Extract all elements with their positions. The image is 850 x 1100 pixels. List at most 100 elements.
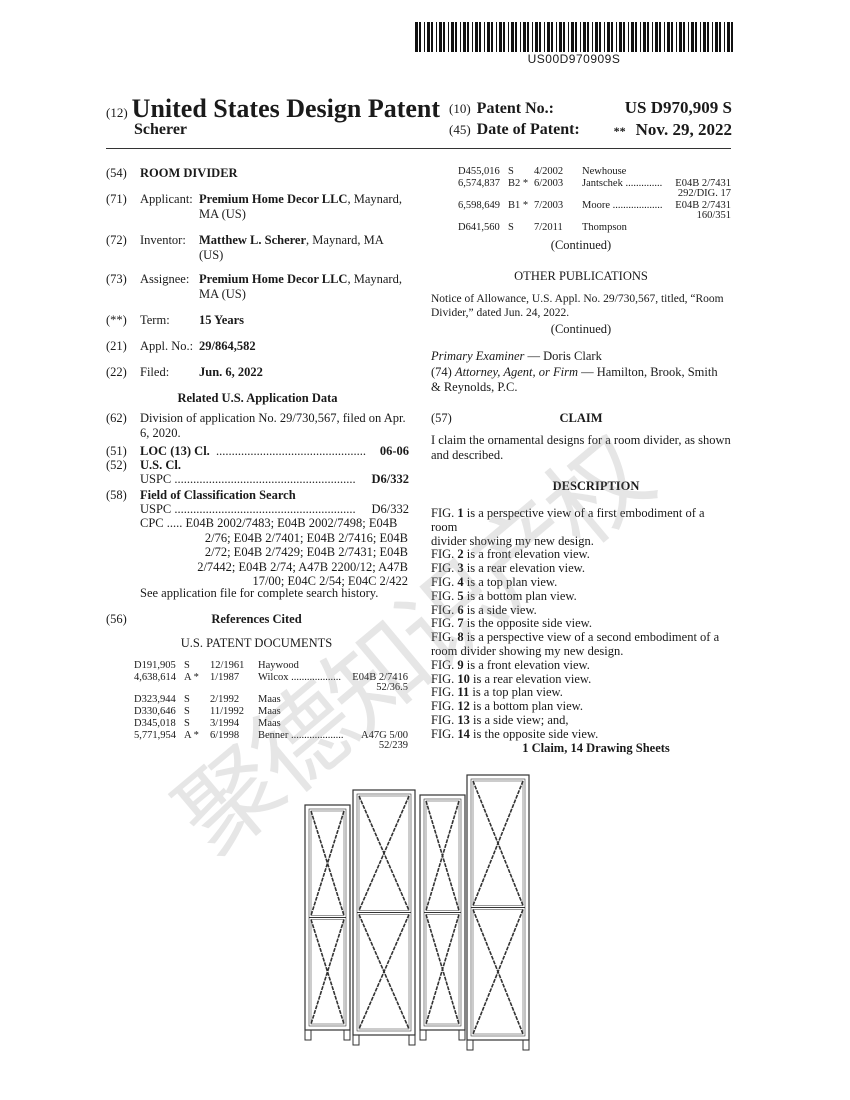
cpc-list: CPC ..... E04B 2002/7483; E04B 2002/7498…: [140, 516, 408, 588]
description-line: FIG. 1 is a perspective view of a first …: [431, 506, 705, 534]
code-58: (58): [106, 488, 127, 502]
description-line: FIG. 12 is a bottom plan view.: [431, 699, 583, 714]
reference-num: 5,771,954: [134, 730, 176, 741]
reference-kind: B2 *: [508, 178, 529, 189]
uspc-line: USPC ...................................…: [140, 472, 356, 486]
reference-subclass: 160/351: [696, 210, 731, 221]
description-line: divider showing my new design.: [431, 533, 594, 548]
code-62: (62): [106, 411, 127, 425]
claims-sheets-summary: 1 Claim, 14 Drawing Sheets: [522, 741, 670, 755]
reference-num: D641,560: [458, 222, 500, 233]
search-history-note: See application file for complete search…: [140, 586, 379, 600]
reference-date: 2/1992: [210, 694, 240, 705]
patent-number-label: (10)Patent No.:: [449, 100, 554, 117]
code-56: (56): [106, 612, 127, 626]
reference-date: 6/1998: [210, 730, 240, 741]
claim-heading: CLAIM: [559, 411, 603, 425]
description-list: FIG. 1 is a perspective view of a first …: [431, 506, 733, 742]
description-line: FIG. 6 is a side view.: [431, 602, 537, 617]
reference-kind: S: [508, 166, 514, 177]
field-uspc-value: D6/332: [371, 502, 410, 516]
code-54: (54): [106, 166, 127, 180]
references-cited-heading: References Cited: [211, 612, 302, 626]
description-heading: DESCRIPTION: [552, 479, 640, 493]
code-71: (71): [106, 192, 127, 206]
appl-no-label: Appl. No.:: [140, 339, 194, 353]
barcode: [415, 22, 733, 52]
reference-date: 7/2011: [534, 222, 563, 233]
term-value: 15 Years: [199, 313, 245, 327]
applicant-label: Applicant:: [140, 192, 193, 206]
code-51: (51): [106, 444, 127, 458]
code-57: (57): [431, 411, 452, 425]
reference-subclass: 292/DIG. 17: [677, 188, 731, 199]
other-publications-text: Notice of Allowance, U.S. Appl. No. 29/7…: [431, 293, 724, 319]
description-line: FIG. 8 is a perspective view of a second…: [431, 630, 720, 645]
code-73: (73): [106, 272, 127, 286]
barcode-number: US00D970909S: [527, 52, 621, 66]
reference-name: Maas: [258, 694, 281, 705]
reference-num: D323,944: [134, 694, 176, 705]
reference-name: Newhouse: [582, 166, 627, 177]
reference-kind: S: [508, 222, 514, 233]
code-22: (22): [106, 365, 127, 379]
code-72: (72): [106, 233, 127, 247]
reference-kind: A *: [184, 730, 199, 741]
reference-cls: A47G 5/00: [361, 730, 408, 741]
reference-num: 6,598,649: [458, 200, 500, 211]
field-search-label: Field of Classification Search: [140, 488, 296, 502]
continued-references: (Continued): [550, 238, 612, 252]
description-line: FIG. 10 is a rear elevation view.: [431, 671, 592, 686]
assignee-label: Assignee:: [140, 272, 190, 286]
divider-panel: [466, 774, 530, 1051]
code-21: (21): [106, 339, 127, 353]
description-line: FIG. 9 is a front elevation view.: [431, 657, 590, 672]
attorney-agent: (74) Attorney, Agent, or Firm — Hamilton…: [431, 365, 718, 394]
patent-number: US D970,909 S: [624, 98, 732, 117]
continued-publications: (Continued): [550, 322, 612, 336]
divider-panel: [352, 789, 416, 1046]
loc-class: LOC (13) Cl. ...........................…: [140, 444, 367, 458]
us-patent-documents-heading: U.S. PATENT DOCUMENTS: [180, 636, 333, 650]
reference-num: 6,574,837: [458, 178, 500, 189]
reference-name: Thompson: [582, 222, 627, 233]
description-line: room divider showing my new design.: [431, 643, 624, 658]
reference-name: Jantschek ..............: [582, 178, 663, 189]
title-of-design: ROOM DIVIDER: [140, 166, 238, 180]
description-line: FIG. 7 is the opposite side view.: [431, 616, 592, 631]
description-line: FIG. 2 is a front elevation view.: [431, 547, 590, 562]
reference-name: Benner ....................: [258, 730, 344, 741]
reference-subclass: 52/36.5: [376, 682, 408, 693]
field-uspc-line: USPC ...................................…: [140, 502, 356, 516]
appl-no-value: 29/864,582: [199, 339, 256, 353]
filed-label: Filed:: [140, 365, 170, 379]
patent-type-title: (12)United States Design Patent: [106, 94, 441, 123]
claim-text: I claim the ornamental designs for a roo…: [431, 433, 731, 462]
reference-kind: B1 *: [508, 200, 529, 211]
description-line: FIG. 4 is a top plan view.: [431, 574, 558, 589]
reference-name: Haywood: [258, 660, 299, 671]
date-of-patent: **Nov. 29, 2022: [613, 120, 732, 139]
reference-kind: S: [184, 706, 190, 717]
divider-panel: [304, 804, 351, 1041]
inventor-label: Inventor:: [140, 233, 186, 247]
description-line: FIG. 11 is a top plan view.: [431, 685, 563, 700]
description-line: FIG. 13 is a side view; and,: [431, 712, 569, 727]
reference-name: Maas: [258, 706, 281, 717]
reference-date: 6/2003: [534, 178, 564, 189]
loc-class-value: 06-06: [379, 444, 409, 458]
reference-name: Maas: [258, 718, 281, 729]
reference-date: 11/1992: [210, 706, 245, 717]
date-of-patent-label: (45)Date of Patent:: [449, 121, 580, 138]
code-52: (52): [106, 458, 127, 472]
reference-name: Moore ...................: [582, 200, 663, 211]
reference-cls: E04B 2/7431: [675, 178, 731, 189]
reference-subclass: 52/239: [378, 740, 408, 751]
reference-row: 6,574,837 B2 * 6/2003 Jantschek ...........…: [458, 178, 731, 199]
term-label: Term:: [140, 313, 170, 327]
